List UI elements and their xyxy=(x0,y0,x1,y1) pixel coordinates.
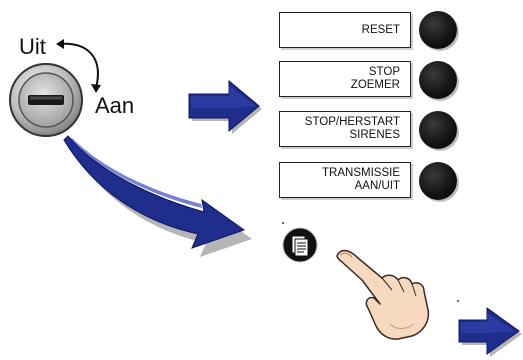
rotation-arrow-icon xyxy=(56,39,101,93)
key-on-label: Aan xyxy=(95,93,135,118)
stop-buzzer-button[interactable]: STOP ZOEMER xyxy=(279,61,411,97)
speck xyxy=(282,222,284,224)
stop-buzzer-button-indicator[interactable] xyxy=(419,61,457,99)
transmission-on-off-button[interactable]: TRANSMISSIE AAN/UIT xyxy=(279,162,411,198)
stop-restart-sirens-button[interactable]: STOP/HERSTART SIRENES xyxy=(279,111,411,147)
stop-restart-sirens-button-label: STOP/HERSTART SIRENES xyxy=(304,116,400,141)
transmission-on-off-button-label: TRANSMISSIE AAN/UIT xyxy=(322,167,400,192)
reset-button-label: RESET xyxy=(361,24,400,36)
next-arrow-icon[interactable] xyxy=(456,306,523,358)
right-arrow-icon xyxy=(188,79,262,134)
curved-arrow-icon xyxy=(63,135,252,257)
key-switch-icon xyxy=(9,63,83,137)
reset-button-indicator[interactable] xyxy=(419,11,457,49)
key-off-label: Uit xyxy=(19,34,46,59)
pointing-hand-icon xyxy=(336,249,430,340)
speck xyxy=(457,300,459,302)
transmission-on-off-button-indicator[interactable] xyxy=(419,162,457,200)
stop-buzzer-button-label: STOP ZOEMER xyxy=(350,66,400,91)
stop-restart-sirens-button-indicator[interactable] xyxy=(419,111,457,149)
reset-button[interactable]: RESET xyxy=(279,12,411,48)
document-icon[interactable] xyxy=(281,226,321,266)
